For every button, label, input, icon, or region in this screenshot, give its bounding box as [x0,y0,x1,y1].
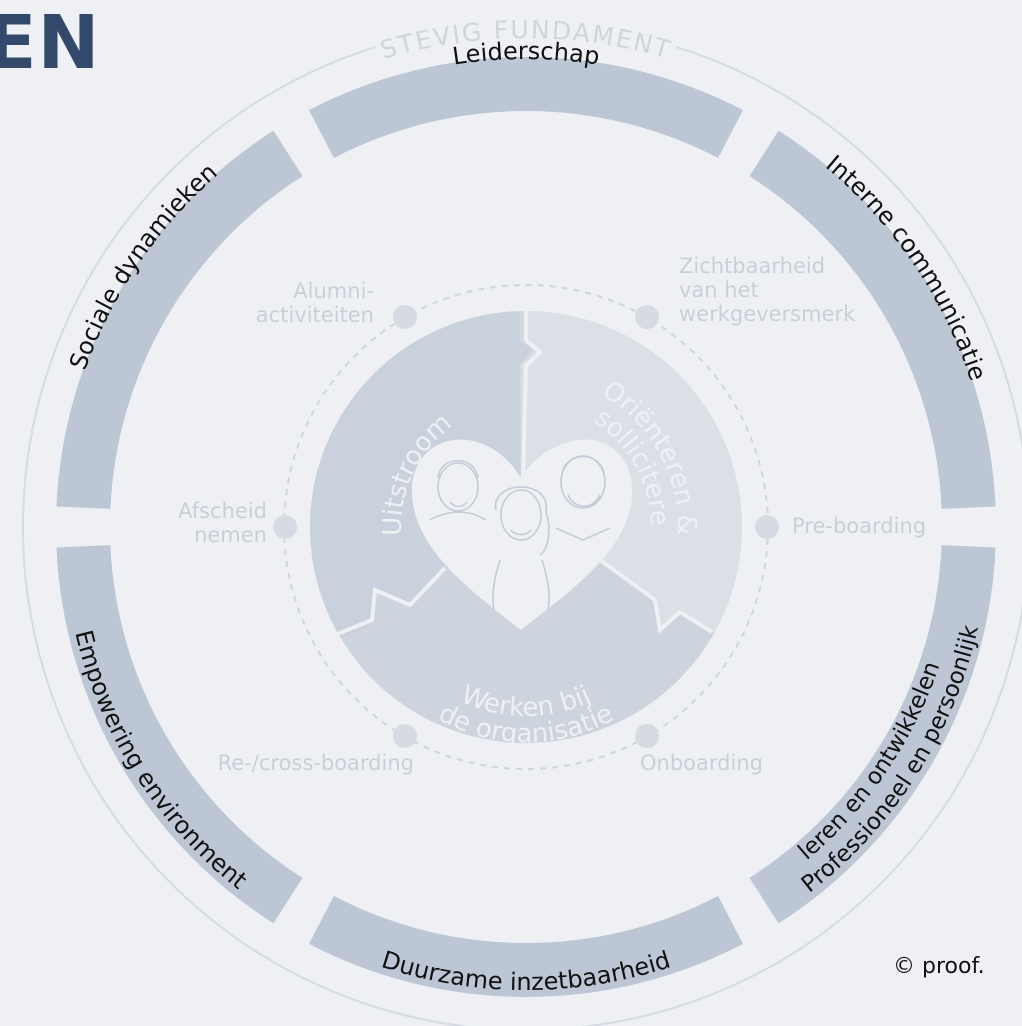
touchpoint-label-preboarding: Pre-boarding [792,514,926,538]
touchpoint-dot-recross [393,724,417,748]
segment-interne-communicatie [749,130,996,509]
touchpoint-dot-zichtbaarheid [635,305,659,329]
segment-empowering [56,545,303,924]
touchpoint-dot-onboarding [635,724,659,748]
segment-leiderschap [308,57,744,159]
touchpoint-label-recross: Re-/cross-boarding [218,751,414,775]
segment-professioneel [749,545,996,924]
segment-duurzame [308,895,744,998]
touchpoint-dot-afscheid [273,515,297,539]
touchpoint-label-alumni-1: Alumni- [293,279,374,303]
touchpoint-label-afscheid-2: nemen [194,523,267,547]
page-heading-fragment: EN [0,0,101,86]
touchpoint-dot-alumni [393,305,417,329]
touchpoint-dot-preboarding [755,515,779,539]
segment-sociale [56,130,303,509]
segment-label-leiderschap: Leiderschap [451,37,602,71]
touchpoint-label-onboarding: Onboarding [640,751,763,775]
touchpoint-label-alumni-2: activiteiten [256,303,374,327]
copyright-notice: © proof. [893,954,985,979]
touchpoint-label-afscheid-1: Afscheid [178,499,267,523]
touchpoint-label-zichtbaarheid-2: van het [679,278,759,302]
touchpoint-label-zichtbaarheid-1: Zichtbaarheid [679,254,825,278]
touchpoint-label-zichtbaarheid-3: werkgeversmerk [679,302,856,326]
outer-ring-gap [376,8,676,48]
heart-illustration [411,439,633,630]
